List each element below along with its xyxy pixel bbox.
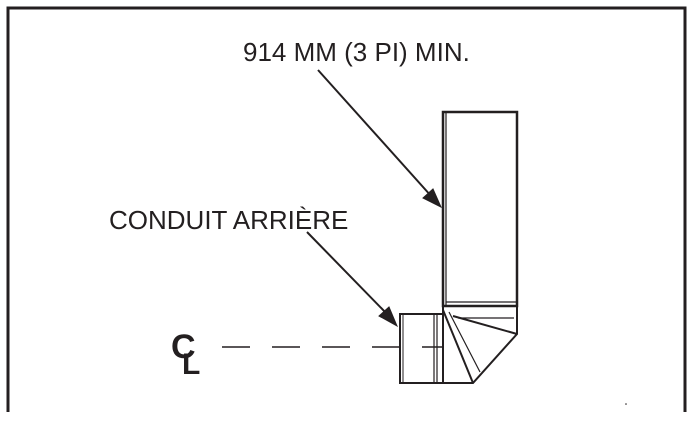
centerline-symbol: C L [171, 328, 200, 381]
min-length-leader [317, 69, 443, 209]
centerline-c: C [171, 328, 196, 366]
rear-duct-stub [399, 313, 444, 384]
diagram-frame [6, 6, 687, 412]
vertical-duct [441, 110, 519, 308]
centerline-l: L [182, 348, 200, 381]
speck-mark [625, 403, 627, 405]
duct-elbow [442, 306, 518, 384]
rear-duct-label: CONDUIT ARRIÈRE [109, 205, 348, 235]
rear-duct-leader [306, 231, 399, 328]
min-length-label: 914 MM (3 PI) MIN. [243, 37, 470, 67]
